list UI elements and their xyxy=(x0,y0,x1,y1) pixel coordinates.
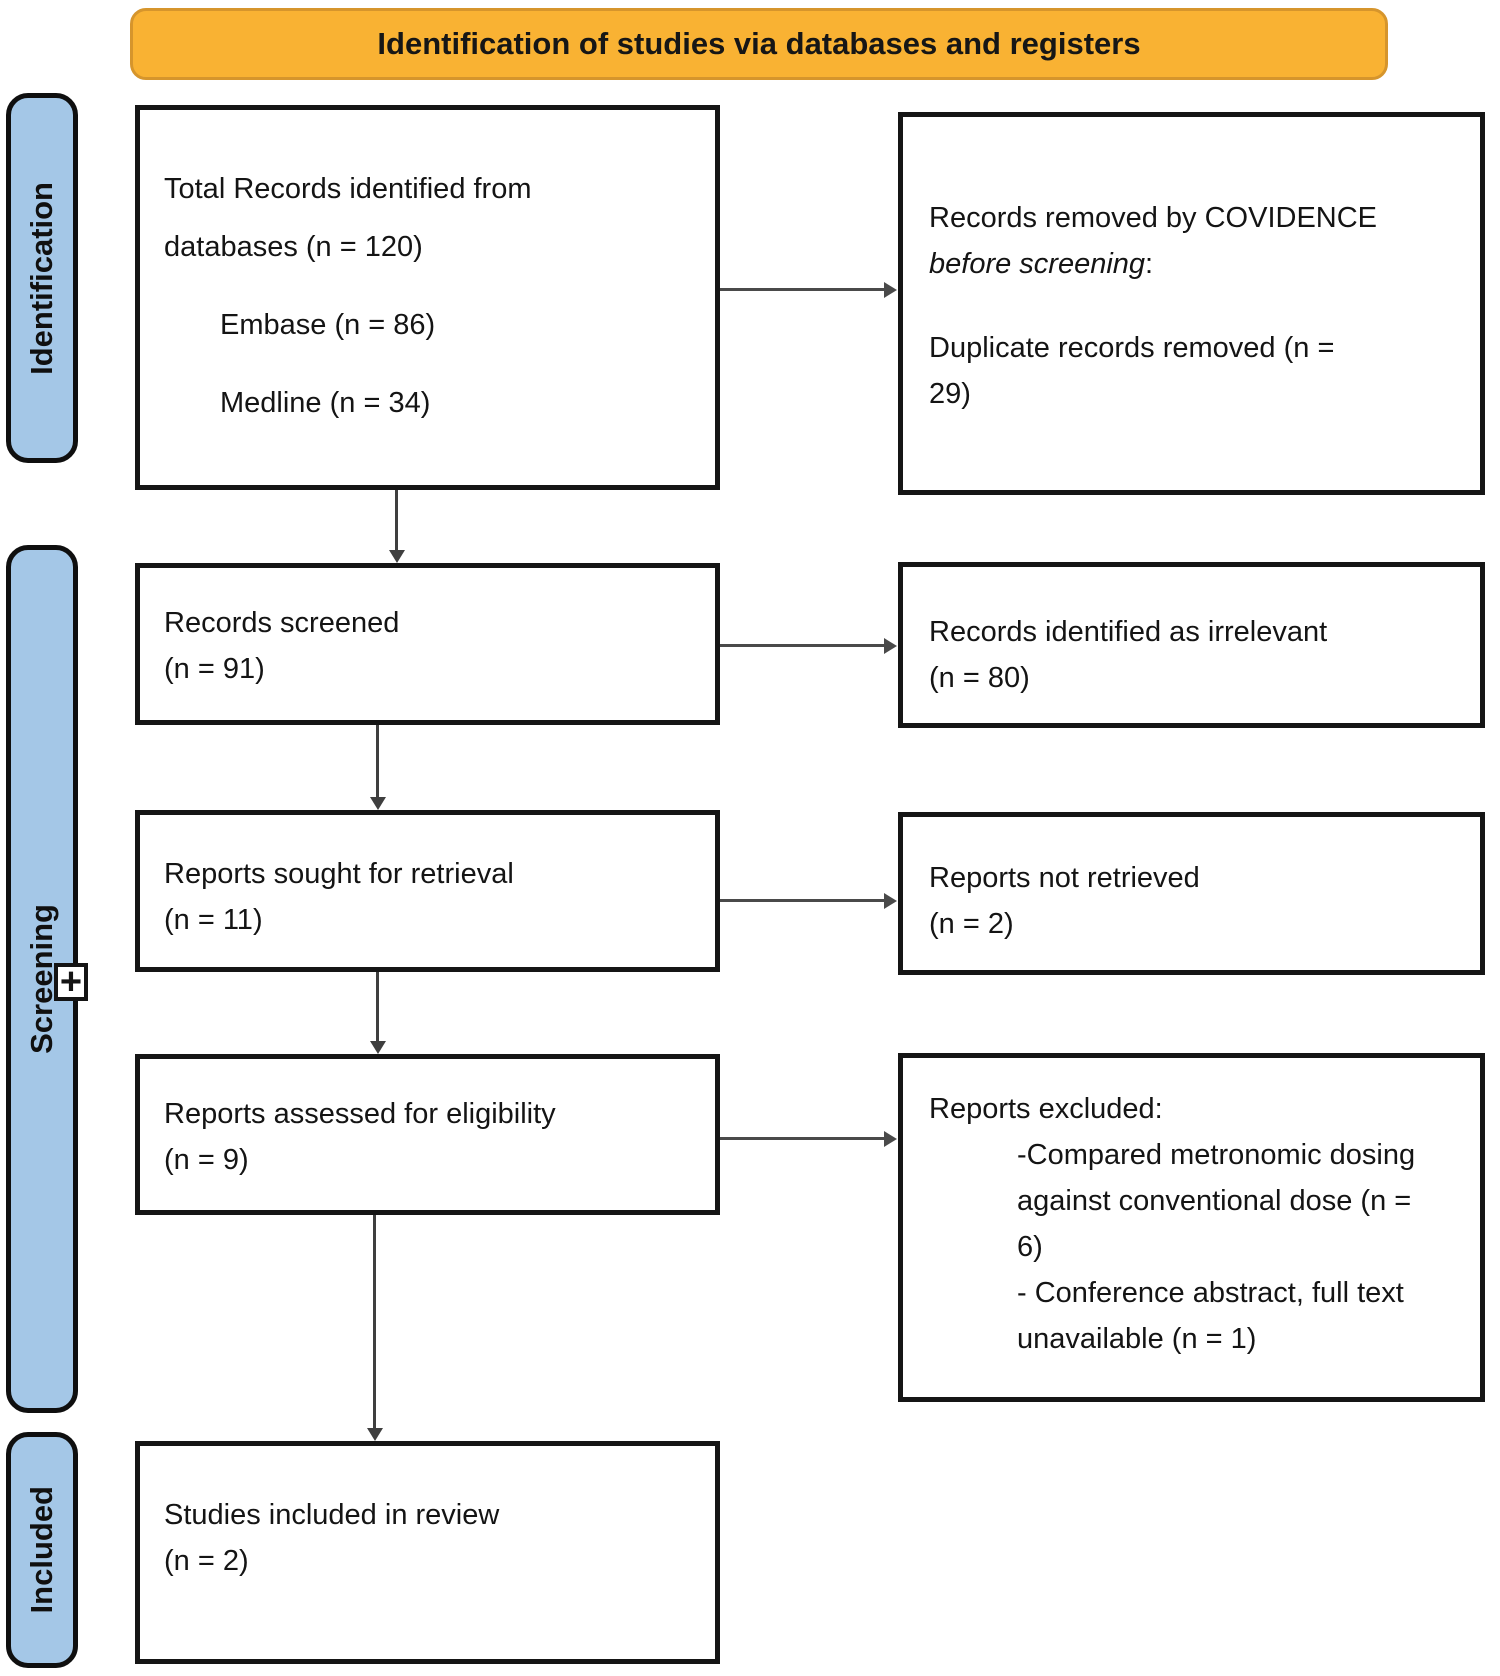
records-irrelevant-line: Records identified as irrelevant xyxy=(929,616,1328,648)
arrow-screened-to-sought xyxy=(376,725,379,799)
box-reports-sought: Reports sought for retrieval (n = 11) xyxy=(135,810,720,972)
studies-included-count: (n = 2) xyxy=(164,1545,249,1577)
arrow-sought-to-not-retrieved xyxy=(720,899,886,902)
plus-glyph: + xyxy=(59,961,83,1003)
box-reports-assessed: Reports assessed for eligibility (n = 9) xyxy=(135,1054,720,1215)
reports-sought-count: (n = 11) xyxy=(164,904,263,936)
reports-assessed-count: (n = 9) xyxy=(164,1144,249,1176)
reports-not-retrieved-line: Reports not retrieved xyxy=(929,862,1200,894)
arrow-assessed-to-excluded xyxy=(720,1137,886,1140)
records-screened-count: (n = 91) xyxy=(164,653,265,685)
arrow-assessed-to-included xyxy=(373,1215,376,1430)
before-screening-italic: before screening xyxy=(929,248,1146,280)
arrow-identified-to-screened xyxy=(395,490,398,552)
reports-excluded-title: Reports excluded: xyxy=(929,1093,1163,1125)
banner-title: Identification of studies via databases … xyxy=(377,26,1141,61)
records-identified-line: databases (n = 120) xyxy=(164,231,423,263)
stage-included-label: Included xyxy=(24,1486,59,1614)
duplicates-removed-line: Duplicate records removed (n = xyxy=(929,332,1335,364)
records-removed-line: Records removed by COVIDENCE xyxy=(929,202,1378,234)
box-studies-included: Studies included in review (n = 2) xyxy=(135,1441,720,1664)
duplicates-removed-count: 29) xyxy=(929,378,971,410)
banner: Identification of studies via databases … xyxy=(130,8,1388,80)
box-records-removed: Records removed by COVIDENCE before scre… xyxy=(898,112,1485,495)
records-screened-line: Records screened xyxy=(164,607,400,639)
excluded-reason-1-line: 6) xyxy=(1017,1231,1043,1263)
box-reports-excluded: Reports excluded: -Compared metronomic d… xyxy=(898,1053,1485,1402)
before-screening-colon: : xyxy=(1145,248,1154,280)
expand-plus-icon[interactable]: + xyxy=(54,963,88,1001)
excluded-reasons: -Compared metronomic dosing against conv… xyxy=(929,1132,1470,1362)
records-identified-line: Total Records identified from xyxy=(164,173,532,205)
excluded-reason-1-line: against conventional dose (n = xyxy=(1017,1185,1412,1217)
box-records-identified: Total Records identified from databases … xyxy=(135,105,720,490)
stage-identification-label: Identification xyxy=(24,181,59,375)
excluded-reason-2-line: unavailable (n = 1) xyxy=(1017,1323,1257,1355)
studies-included-line: Studies included in review xyxy=(164,1499,500,1531)
arrow-sought-to-assessed xyxy=(376,972,379,1043)
source-medline: Medline (n = 34) xyxy=(220,387,431,419)
excluded-reason-1-line: -Compared metronomic dosing xyxy=(1017,1139,1416,1171)
arrow-screened-to-irrelevant xyxy=(720,644,886,647)
arrow-identified-to-removed xyxy=(720,288,886,291)
reports-sought-line: Reports sought for retrieval xyxy=(164,858,514,890)
box-records-irrelevant: Records identified as irrelevant (n = 80… xyxy=(898,562,1485,728)
reports-not-retrieved-count: (n = 2) xyxy=(929,908,1014,940)
records-removed-subline: before screening: xyxy=(929,241,1470,287)
records-irrelevant-count: (n = 80) xyxy=(929,662,1030,694)
source-embase: Embase (n = 86) xyxy=(220,309,436,341)
box-reports-not-retrieved: Reports not retrieved (n = 2) xyxy=(898,812,1485,975)
reports-assessed-line: Reports assessed for eligibility xyxy=(164,1098,556,1130)
stage-identification: Identification xyxy=(6,93,78,463)
excluded-reason-2-line: - Conference abstract, full text xyxy=(1017,1277,1404,1309)
spacer xyxy=(929,287,1470,325)
stage-included: Included xyxy=(6,1432,78,1668)
box-records-screened: Records screened (n = 91) xyxy=(135,563,720,725)
